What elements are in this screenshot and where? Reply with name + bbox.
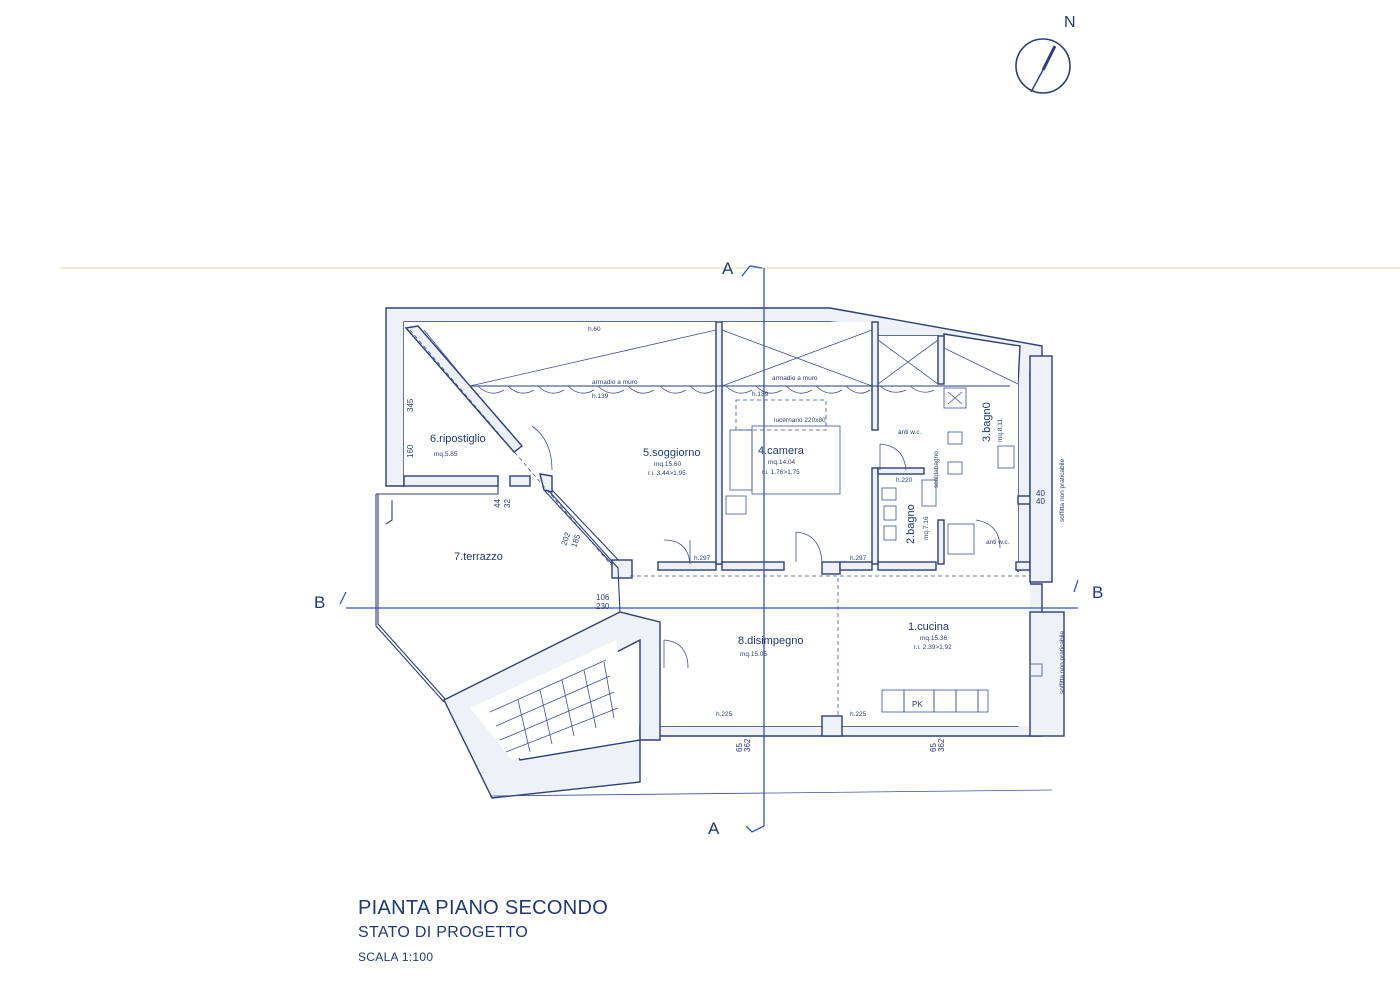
section-a-top-label: A [722, 259, 734, 278]
dim-185: 185 [569, 533, 582, 549]
north-needle [1041, 45, 1057, 71]
dim-362-left: 362 [743, 738, 752, 752]
annotations: h.60 h.139 h.139 armadio a muro armadio … [588, 326, 1066, 718]
skylight [735, 399, 827, 431]
dashed-diagonals [409, 329, 613, 567]
label-soffitta-bottom: soffitta non praticabile [1059, 631, 1066, 694]
room-disimpegno-area: mq.15.05 [740, 651, 767, 658]
staircase [443, 611, 1053, 799]
north-label: N [1064, 14, 1076, 31]
drawing-title: PIANTA PIANO SECONDO [358, 897, 609, 919]
north-arrow: N [1015, 14, 1076, 94]
room-ripostiglio-area: mq.5.85 [434, 451, 458, 458]
label-armadio-right: armadio a muro [772, 375, 818, 382]
label-h60: h.60 [588, 326, 601, 333]
label-h297-left: h.297 [694, 555, 711, 562]
dim-202: 202 [559, 531, 572, 547]
section-b-left-label: B [314, 593, 325, 612]
label-h139-left: h.139 [592, 393, 609, 400]
section-b-right-label: B [1092, 583, 1103, 602]
room-cucina-ri: r.i. 2.39>1.92 [914, 644, 952, 651]
label-scaldabagno: scaldabagno [933, 451, 940, 488]
wardrobe-markings [423, 329, 1019, 394]
wardrobe-doors [477, 385, 935, 394]
room-soggiorno-name: 5.soggiorno [643, 447, 701, 459]
room-disimpegno-name: 8.disimpegno [738, 635, 803, 647]
label-lucernario: lucernario 220x80 [774, 417, 826, 424]
label-anti-wc-1: anti w.c. [898, 429, 922, 436]
room-terrazzo-name: 7.terrazzo [454, 551, 503, 563]
interior-walls [403, 321, 1065, 737]
stair-treads [489, 659, 619, 753]
label-armadio-left: armadio a muro [592, 379, 638, 386]
dim-40-top: 40 [1036, 489, 1045, 498]
room-camera-area: mq.14.04 [768, 459, 795, 466]
label-h297-right: h.297 [850, 555, 867, 562]
dim-32: 32 [503, 499, 512, 508]
section-a-bottom-label: A [708, 819, 720, 838]
label-anti-wc-2: anti w.c. [986, 539, 1010, 546]
drawing-subtitle: STATO DI PROGETTO [358, 924, 529, 941]
room-fills [404, 322, 1030, 726]
label-h225-right: h.225 [850, 711, 867, 718]
dim-65-left: 65 [735, 743, 744, 752]
room-camera-ri: r.i. 1.76>1.75 [762, 469, 800, 476]
dim-44: 44 [493, 499, 502, 508]
room-bagno3-area: mq.8.11 [997, 419, 1004, 442]
room-ripostiglio-name: 6.ripostiglio [430, 433, 486, 445]
room-soggiorno-area: mq.15.60 [654, 461, 681, 468]
label-h220: h.220 [896, 477, 913, 484]
room-camera-name: 4.camera [758, 445, 805, 457]
compass-circle [1015, 38, 1071, 94]
shower [943, 387, 967, 409]
dim-160: 160 [406, 444, 415, 458]
label-pk: PK [912, 700, 923, 709]
dim-362-right: 362 [937, 738, 946, 752]
exterior-walls [385, 307, 1043, 737]
label-soffitta-top: soffitta non praticabile [1059, 459, 1066, 522]
room-soggiorno-ri: r.i. 3.44>1.95 [648, 470, 686, 477]
room-cucina-name: 1.cucina [908, 621, 950, 633]
door-swings [531, 425, 1001, 669]
room-cucina-area: mq.15.36 [920, 635, 947, 642]
dimension-labels: 345 160 44 32 202 185 106 230 65 362 65 … [406, 398, 1045, 752]
section-lines: A A B B [314, 259, 1103, 838]
room-bagno3-name: 3.bagn0 [981, 402, 993, 442]
dim-65-right: 65 [929, 743, 938, 752]
room-labels: 6.ripostiglio mq.5.85 5.soggiorno mq.15.… [430, 402, 1004, 658]
dim-40-bottom: 40 [1036, 497, 1045, 506]
title-block: PIANTA PIANO SECONDO STATO DI PROGETTO S… [358, 897, 608, 964]
label-h139-right: h.139 [752, 391, 769, 398]
drawing-scale: SCALA 1:100 [358, 950, 434, 964]
room-bagno2-area: mq.7.16 [923, 516, 930, 540]
furniture [725, 387, 1043, 713]
dim-106: 106 [596, 593, 610, 602]
dim-230: 230 [596, 602, 610, 611]
room-bagno2-name: 2.bagno [905, 504, 917, 544]
dim-345: 345 [406, 398, 415, 412]
label-h225-left: h.225 [716, 711, 733, 718]
